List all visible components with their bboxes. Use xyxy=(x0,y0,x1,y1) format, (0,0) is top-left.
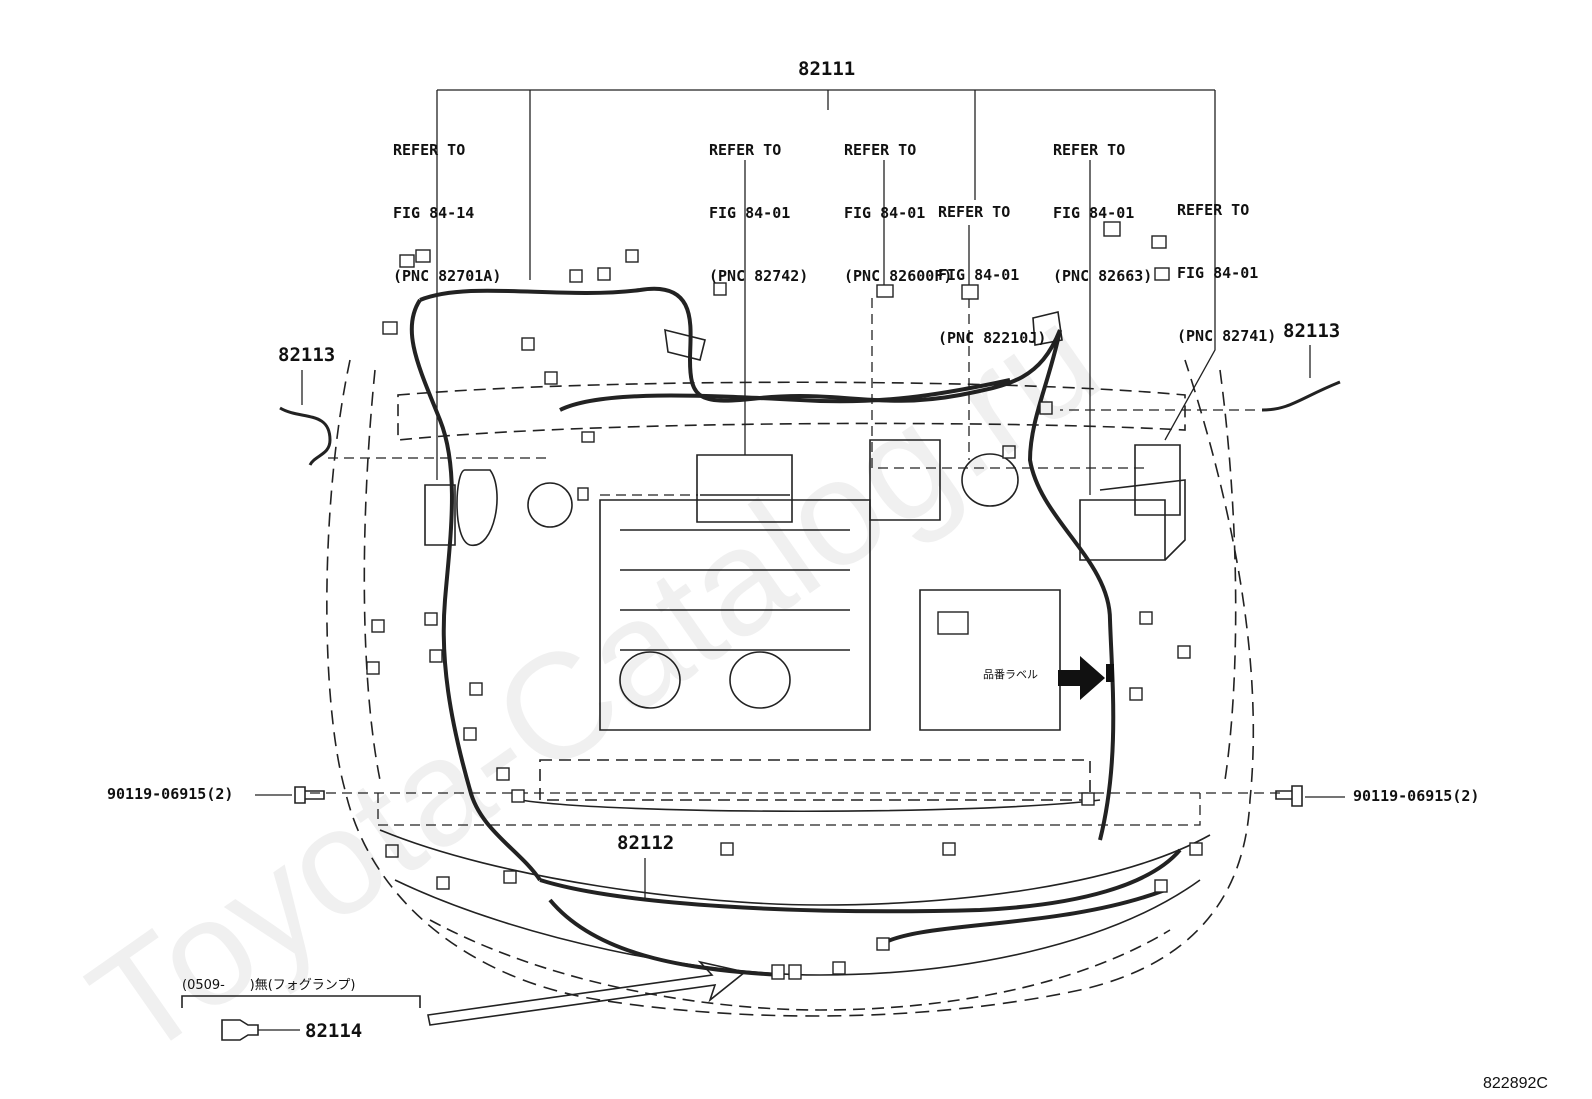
label-arrow xyxy=(1058,656,1105,700)
ref-line1: REFER TO xyxy=(938,203,1011,221)
fog-connector xyxy=(221,1019,259,1041)
bolt-left xyxy=(294,786,325,804)
ref-82210J: REFER TO FIG 84-01 (PNC 82210J) xyxy=(938,160,1046,370)
part-82114: 82114 xyxy=(305,1020,363,1042)
ref-line1: REFER TO xyxy=(1053,141,1126,159)
part-bolt-left: 90119-06915(2) xyxy=(107,785,234,803)
ref-line1: REFER TO xyxy=(393,141,466,159)
ref-line1: REFER TO xyxy=(1177,201,1250,219)
part-82112: 82112 xyxy=(617,832,675,854)
part-bolt-right: 90119-06915(2) xyxy=(1353,787,1480,805)
pointer-arrow xyxy=(427,960,747,1026)
bolt-right xyxy=(1275,785,1303,807)
grommet-left xyxy=(664,328,706,361)
fuse-box xyxy=(1079,499,1166,561)
ref-82701A: REFER TO FIG 84-14 (PNC 82701A) xyxy=(393,98,501,308)
ref-line3: (PNC 82742) xyxy=(709,267,809,285)
part-82113-left: 82113 xyxy=(278,344,336,366)
ref-line3: (PNC 82741) xyxy=(1177,327,1277,345)
ecu-box xyxy=(696,454,793,523)
ref-line1: REFER TO xyxy=(709,141,782,159)
part-82113-right: 82113 xyxy=(1283,320,1341,342)
ref-82663: REFER TO FIG 84-01 (PNC 82663) xyxy=(1053,98,1152,308)
ref-line3: (PNC 82600F) xyxy=(844,267,953,285)
sensor-wire-left xyxy=(279,406,332,466)
front-harness xyxy=(539,848,1182,914)
ref-line3: (PNC 82701A) xyxy=(393,267,502,285)
ref-82741: REFER TO FIG 84-01 (PNC 82741) xyxy=(1177,158,1276,368)
hood-outline xyxy=(326,359,1255,1017)
diagram-code: 822892C xyxy=(1483,1075,1548,1092)
ref-line2: FIG 84-01 xyxy=(1177,264,1259,282)
fog-note: (0509- )無(フォグランプ) xyxy=(182,978,356,993)
ref-line1: REFER TO xyxy=(844,141,917,159)
ref-line3: (PNC 82663) xyxy=(1053,267,1153,285)
engine-block xyxy=(599,499,871,731)
bumper-outline xyxy=(379,829,1211,906)
ref-line2: FIG 84-14 xyxy=(393,204,475,222)
part-number-label-note: 品番ラベル xyxy=(983,668,1038,681)
ref-line2: FIG 84-01 xyxy=(844,204,926,222)
firewall-outline xyxy=(397,381,1186,441)
ref-line2: FIG 84-01 xyxy=(938,266,1020,284)
grommet-right xyxy=(1032,311,1063,346)
ref-line2: FIG 84-01 xyxy=(1053,204,1135,222)
sensor-wire-right xyxy=(1261,380,1341,412)
ref-82600F: REFER TO FIG 84-01 (PNC 82600F) xyxy=(844,98,952,308)
fog-bracket xyxy=(181,995,421,1008)
ref-82742: REFER TO FIG 84-01 (PNC 82742) xyxy=(709,98,808,308)
ref-line3: (PNC 82210J) xyxy=(938,329,1047,347)
ref-line2: FIG 84-01 xyxy=(709,204,791,222)
part-82111: 82111 xyxy=(798,58,856,80)
